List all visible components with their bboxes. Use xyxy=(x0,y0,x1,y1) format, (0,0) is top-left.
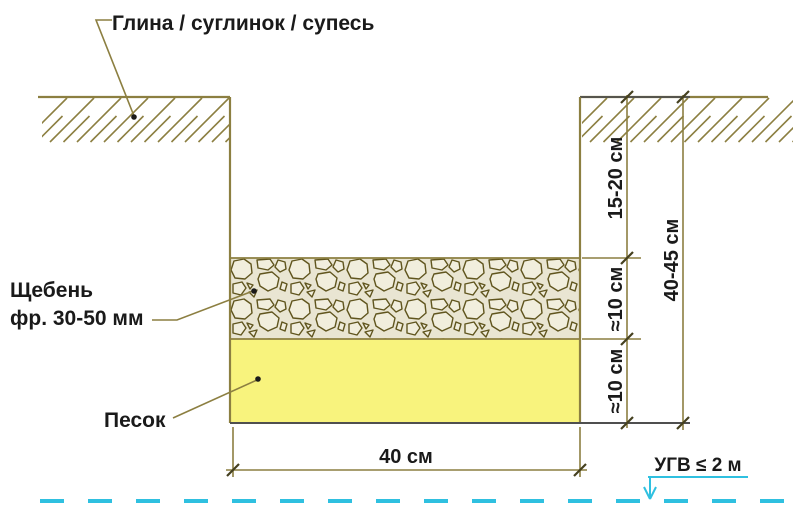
dim-gravel-label: ≈10 см xyxy=(605,267,627,332)
gravel-label-line1: Щебень xyxy=(10,279,93,302)
soil-hatch-left xyxy=(42,97,230,143)
leader-dot-soil xyxy=(131,114,137,120)
dimension-ticks xyxy=(226,90,690,477)
leader-dot-gravel xyxy=(251,288,257,294)
gravel-label-line2: фр. 30-50 мм xyxy=(10,307,144,330)
sand-layer xyxy=(230,339,580,423)
groundwater-label: УГВ ≤ 2 м xyxy=(654,455,741,476)
sand-label: Песок xyxy=(104,409,166,432)
leader-sand xyxy=(172,379,258,419)
leader-dot-sand xyxy=(255,376,261,382)
dim-backfill-label: 15-20 см xyxy=(605,137,627,220)
dim-total-depth-label: 40-45 см xyxy=(661,219,683,302)
gravel-layer xyxy=(230,258,580,339)
groundwater-arrowhead-icon xyxy=(643,486,657,500)
leader-gravel xyxy=(152,290,254,321)
leader-soil xyxy=(94,19,135,117)
dim-sand-label: ≈10 см xyxy=(605,349,627,414)
soil-label: Глина / суглинок / супесь xyxy=(112,12,374,35)
width-dim-label: 40 см xyxy=(379,446,433,468)
soil-hatch-right xyxy=(582,97,793,143)
